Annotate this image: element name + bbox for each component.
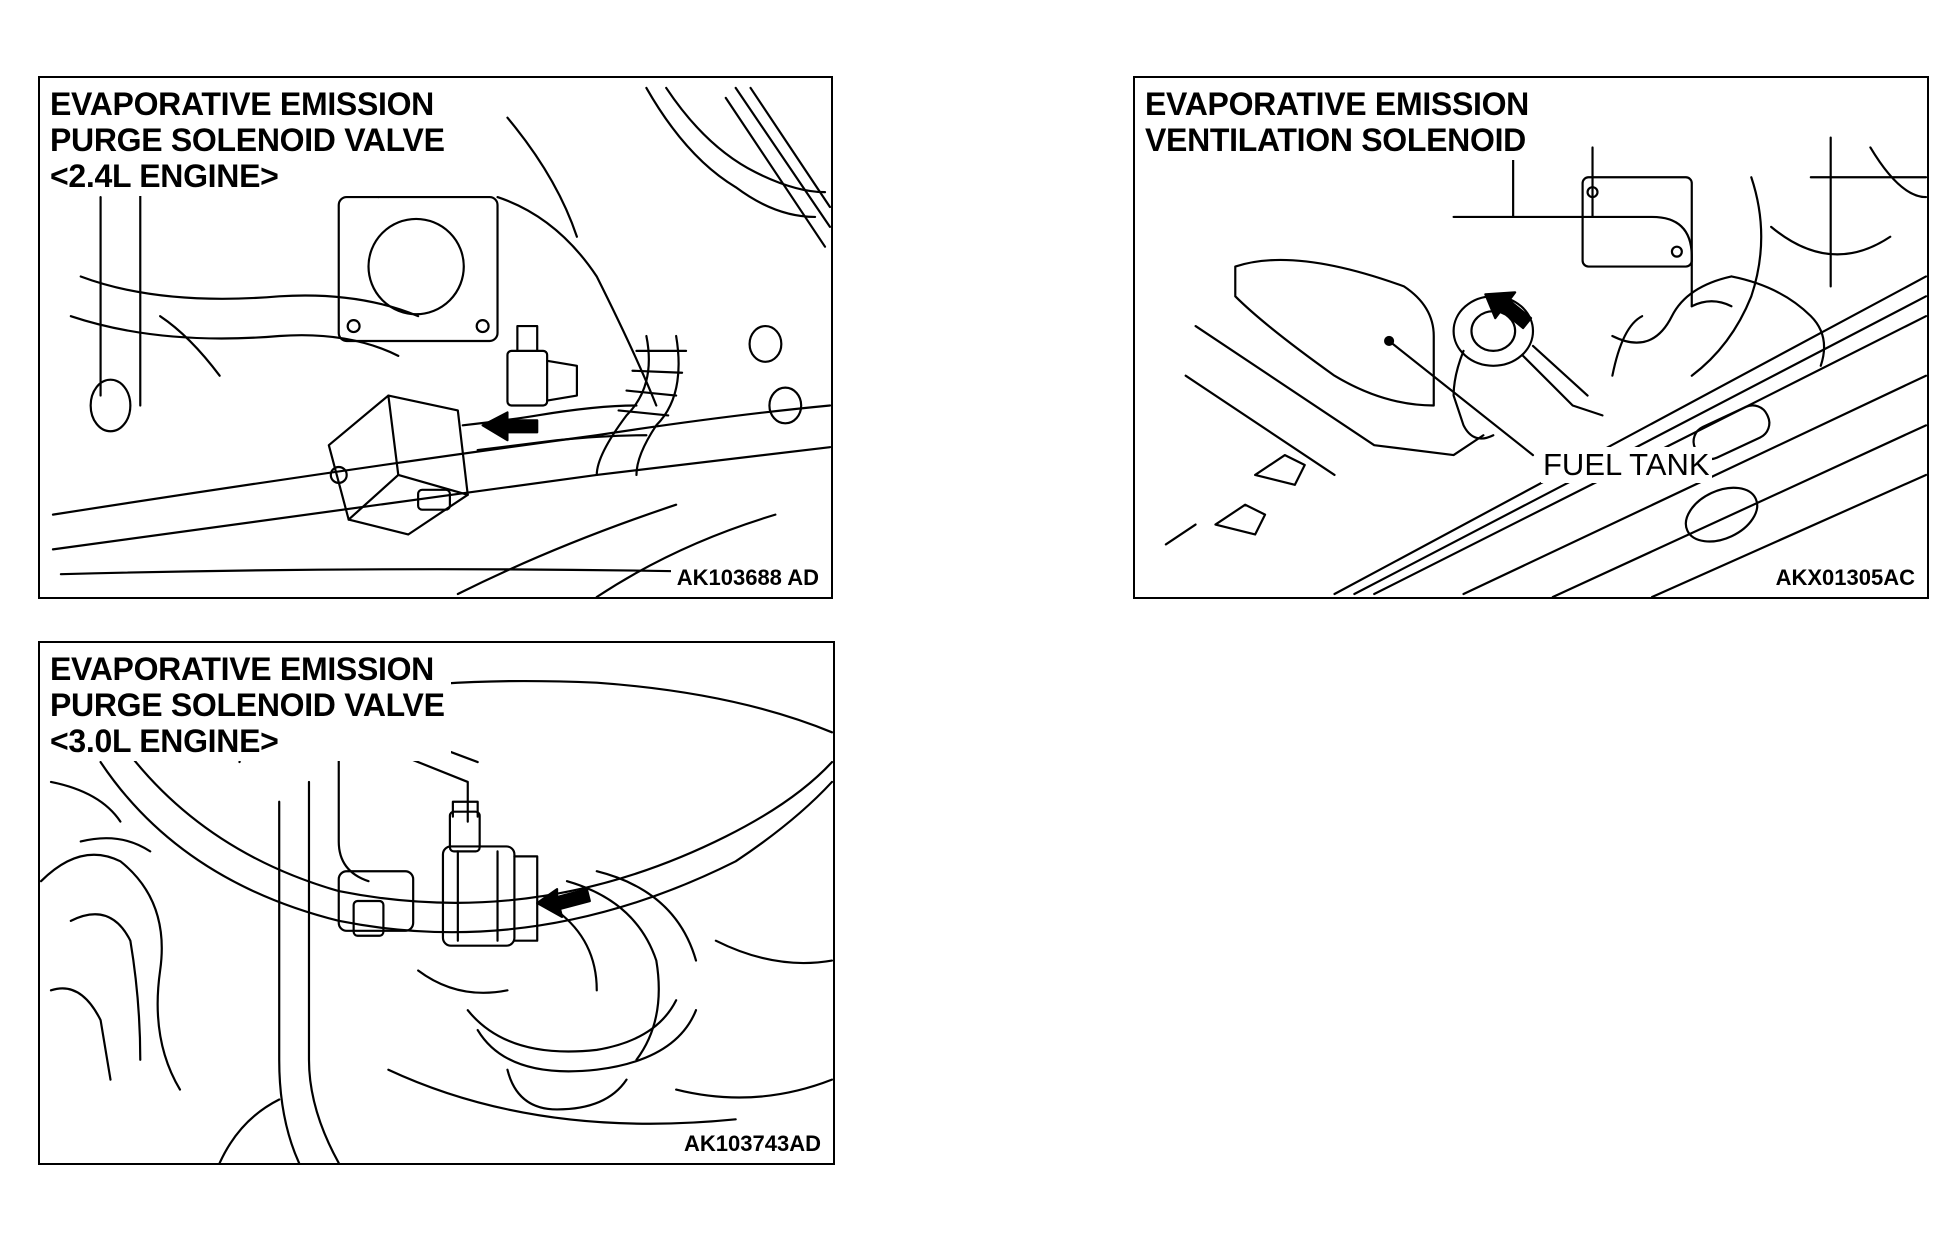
panel-title-purge-2-4l: EVAPORATIVE EMISSION PURGE SOLENOID VALV… [50,86,451,196]
figure-code: AK103688 AD [670,565,819,591]
fuel-tank-callout: FUEL TANK [1541,447,1712,483]
illustration-ventilation-solenoid: EVAPORATIVE EMISSION VENTILATION SOLENOI… [1133,76,1929,599]
title-line: <2.4L ENGINE> [50,158,279,194]
illustration-purge-solenoid-3-0l: EVAPORATIVE EMISSION PURGE SOLENOID VALV… [38,641,835,1165]
figure-code: AKX01305AC [1769,565,1915,591]
title-line: EVAPORATIVE EMISSION [50,651,434,687]
title-line: <3.0L ENGINE> [50,723,279,759]
title-line: PURGE SOLENOID VALVE [50,687,445,723]
title-line: VENTILATION SOLENOID [1145,122,1526,158]
panel-title-ventilation: EVAPORATIVE EMISSION VENTILATION SOLENOI… [1145,86,1535,160]
fuel-tank-area-drawing [1164,136,1927,597]
title-line: EVAPORATIVE EMISSION [50,86,434,122]
illustration-purge-solenoid-2-4l: EVAPORATIVE EMISSION PURGE SOLENOID VALV… [38,76,833,599]
panel-title-purge-3-0l: EVAPORATIVE EMISSION PURGE SOLENOID VALV… [50,651,451,761]
title-line: EVAPORATIVE EMISSION [1145,86,1529,122]
figure-code: AK103743AD [678,1131,821,1157]
title-line: PURGE SOLENOID VALVE [50,122,445,158]
